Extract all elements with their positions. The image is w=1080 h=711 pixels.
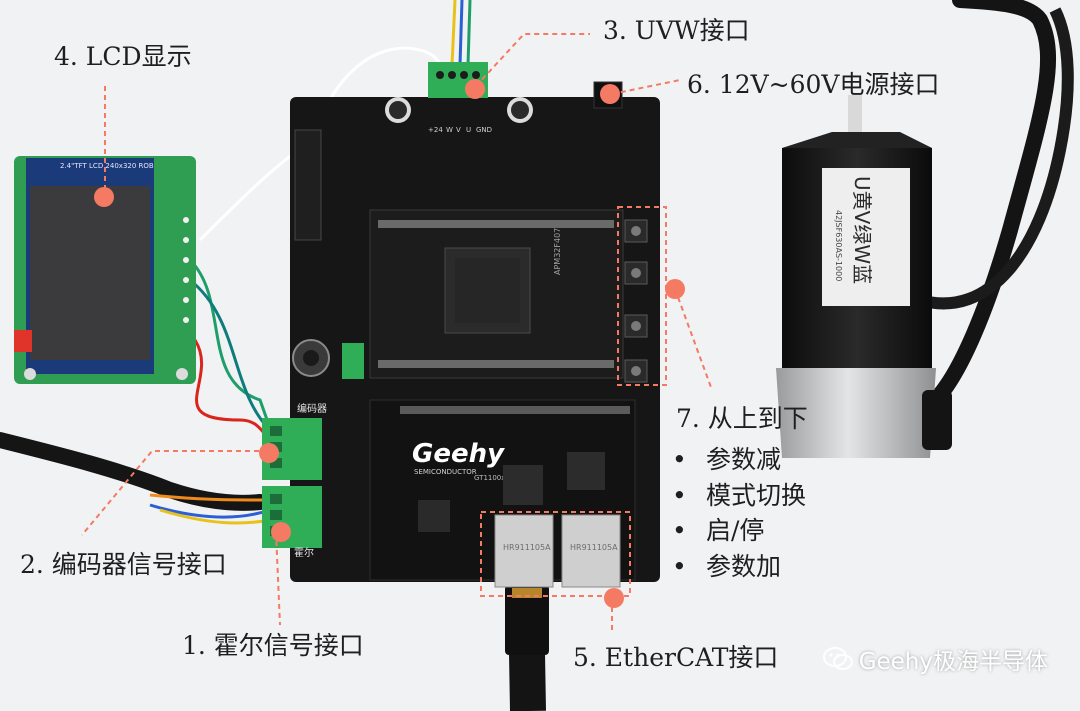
wire-white-2 (198, 143, 306, 242)
brand-logo: Geehy (412, 439, 505, 469)
motor-model: 42JSF630AS-1000 (834, 210, 843, 281)
wire-yellow (159, 508, 273, 525)
callout-ethercat: 5. EtherCAT接口 (573, 643, 779, 672)
brand-sub: SEMICONDUCTOR (414, 468, 477, 476)
wire-red (193, 339, 273, 442)
encoder-board-label: 编码器 (297, 402, 327, 415)
wechat-icon (822, 647, 853, 670)
uvw-label-u: U (466, 126, 471, 134)
motor-label: U黄V绿W蓝 (850, 176, 874, 284)
uvw-label-v: V (456, 126, 461, 134)
encoder-cable (0, 432, 268, 511)
watermark-text: Geehy极海半导体 (858, 649, 1048, 675)
callout-markers (94, 79, 685, 608)
callout-hall: 1. 霍尔信号接口 (182, 631, 364, 660)
wire-orange (149, 493, 269, 502)
list-item: 启/停 (672, 513, 806, 549)
wire-teal (189, 278, 272, 432)
callout-lcd: 4. LCD显示 (54, 42, 192, 71)
servo-motor: U黄V绿W蓝 42JSF630AS-1000 (776, 95, 952, 458)
button-function-list: 参数减 模式切换 启/停 参数加 (672, 442, 806, 584)
motor-cable (922, 0, 1057, 413)
list-item: 参数加 (672, 549, 806, 585)
uvw-label-gnd: GND (476, 126, 492, 134)
wire-blue (149, 503, 271, 519)
callout-uvw: 3. UVW接口 (603, 16, 750, 45)
callout-buttons-title: 7. 从上到下 (676, 404, 808, 433)
watermark: Geehy极海半导体 (822, 642, 1048, 676)
lcd-header: 2.4"TFT LCD 240x320 ROB (60, 162, 154, 170)
lcd-module: 2.4"TFT LCD 240x320 ROB (14, 156, 196, 384)
uvw-label-w: W (446, 126, 453, 134)
list-item: 模式切换 (672, 478, 806, 514)
board-model: GT1100xxx V1.0 (474, 474, 532, 482)
motor-cable-2 (918, 7, 1074, 310)
list-item: 参数减 (672, 442, 806, 478)
ethernet-jacks: HR911105A HR911105A (494, 514, 621, 588)
hall-board-label: 霍尔 (294, 546, 314, 559)
pin-header-top (378, 220, 614, 368)
ethernet-plug (505, 585, 549, 655)
jack-label-2: HR911105A (570, 543, 618, 552)
chip-label: APM32F407 (553, 228, 562, 275)
jack-label-1: HR911105A (503, 543, 551, 552)
callout-power: 6. 12V~60V电源接口 (687, 70, 940, 99)
callout-encoder: 2. 编码器信号接口 (20, 550, 227, 579)
callout-lines (81, 33, 713, 632)
uvw-label-24: +24 (428, 126, 443, 134)
